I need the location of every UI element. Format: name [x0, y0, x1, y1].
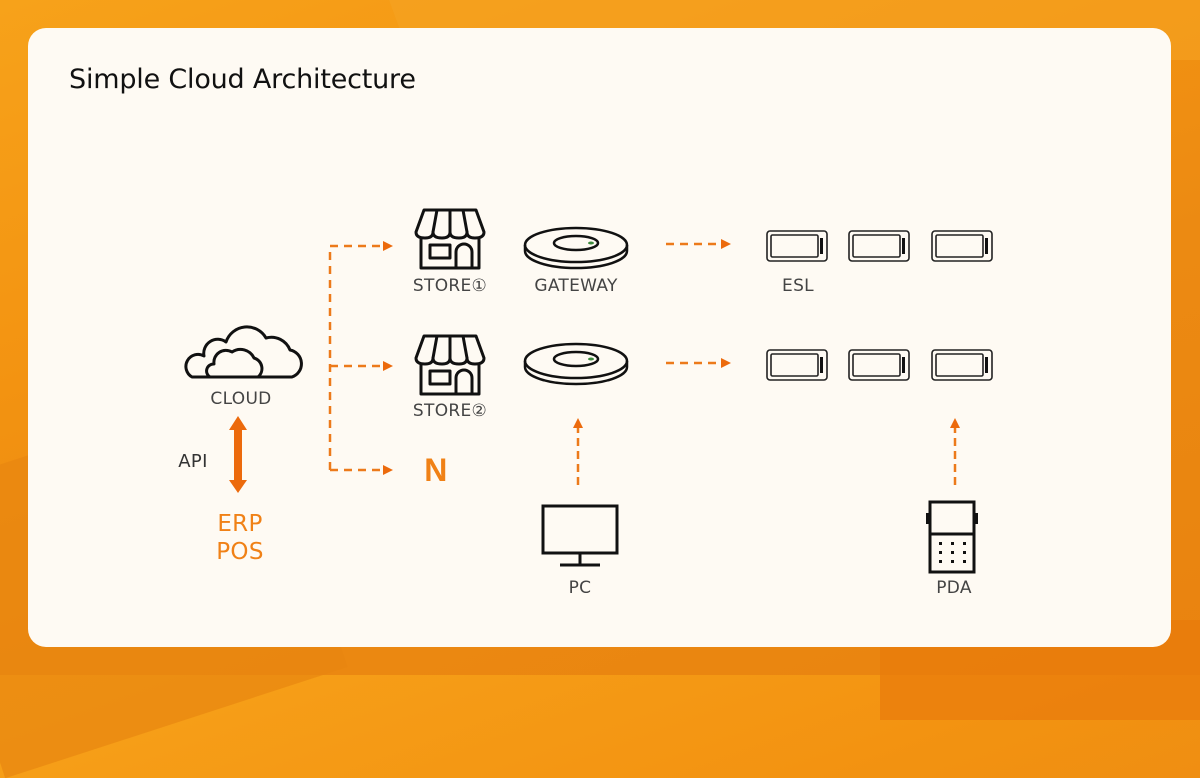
esl-label: ESL [782, 276, 814, 296]
architecture-diagram [184, 208, 993, 574]
gateway-icon [523, 342, 629, 386]
cloud-icon [184, 325, 303, 379]
esl-tag-icon [848, 230, 910, 262]
pos-label: POS [216, 539, 264, 565]
page-title: Simple Cloud Architecture [69, 64, 416, 95]
store1-label: STORE① [412, 276, 488, 296]
esl-row [766, 230, 993, 262]
store-icon [414, 208, 486, 270]
pc-label: PC [568, 578, 592, 598]
monitor-icon [541, 504, 619, 567]
diagram-card: Simple Cloud Architecture [28, 28, 1171, 647]
esl-tag-icon [931, 230, 993, 262]
store2-label: STORE② [412, 401, 488, 421]
esl-tag-icon [848, 349, 910, 381]
cloud-to-stores-connector [328, 241, 393, 475]
esl-tag-icon [766, 349, 828, 381]
cloud-label: CLOUD [210, 389, 272, 409]
esl-tag-icon [766, 230, 828, 262]
store-icon [414, 334, 486, 396]
esl-row [766, 349, 993, 381]
esl-tag-icon [931, 349, 993, 381]
api-label: API [178, 451, 208, 472]
gateway-label: GATEWAY [534, 276, 618, 296]
api-double-arrow-icon [229, 416, 247, 493]
gateway-icon [523, 226, 629, 270]
n-more-stores-label: N [424, 452, 448, 488]
pda-icon [926, 500, 978, 574]
erp-label: ERP [217, 511, 263, 537]
pda-label: PDA [936, 578, 972, 598]
